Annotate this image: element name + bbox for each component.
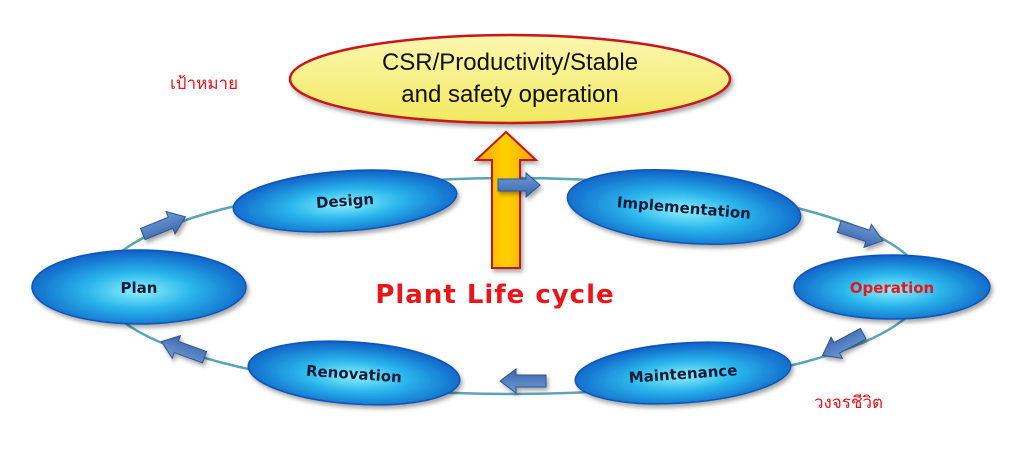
stage-implementation: [566, 168, 802, 246]
goal-line-2: and safety operation: [401, 81, 619, 108]
stage-maintenance: [574, 341, 792, 405]
flow-arrow-design-implementation: [497, 171, 541, 199]
goal-label: เป้าหมาย: [170, 74, 239, 94]
flow-arrow-plan-design: [139, 210, 187, 241]
stage-design-label: Design: [315, 190, 374, 212]
center-title: Plant Life cycle: [375, 280, 614, 310]
flow-arrow-renovation-plan: [160, 334, 208, 364]
cycle-label: วงจรชีวิต: [814, 393, 884, 413]
up-arrow: [473, 130, 539, 269]
flow-arrow-implementation-operation: [836, 220, 884, 249]
stage-renovation: [247, 340, 461, 406]
flow-arrow-maintenance-renovation: [499, 368, 547, 394]
flow-arrow-operation-maintenance: [821, 327, 867, 360]
goal-ellipse: [288, 33, 732, 125]
stage-plan-label: Plan: [121, 279, 158, 297]
stage-operation: [793, 254, 991, 320]
goal-line-1: CSR/Productivity/Stable: [382, 49, 638, 76]
stage-operation-label: Operation: [850, 279, 934, 297]
stage-design: [232, 169, 458, 233]
stage-plan: [31, 249, 247, 325]
